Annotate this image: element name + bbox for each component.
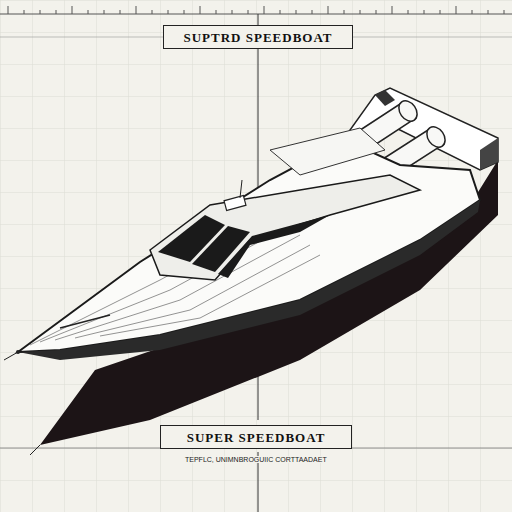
- side-window: [218, 215, 330, 278]
- cockpit: [270, 128, 385, 175]
- rail-end: [375, 90, 395, 106]
- bow-point: [16, 350, 20, 354]
- title-box: SUPER SPEEDBOAT: [160, 425, 352, 449]
- ruler-ticks: [8, 6, 504, 14]
- title-text: SUPER SPEEDBOAT: [187, 427, 326, 449]
- guide-line: [0, 37, 163, 38]
- cabin: [150, 175, 420, 280]
- title-text: SUPTRD SPEEDBOAT: [183, 27, 332, 49]
- shadow-line: [30, 445, 40, 455]
- subtitle-note: TEPFLC, UNIMNBROGUIIC CORTTAADAET: [184, 456, 328, 463]
- antenna: [240, 180, 242, 198]
- base-line: [352, 448, 512, 449]
- bow-line: [4, 352, 18, 360]
- ruler-line: [0, 14, 512, 15]
- guide-line: [352, 37, 512, 38]
- title-box: SUPTRD SPEEDBOAT: [163, 25, 353, 49]
- console: [224, 196, 246, 211]
- base-line: [0, 448, 160, 449]
- rail-end: [480, 138, 498, 170]
